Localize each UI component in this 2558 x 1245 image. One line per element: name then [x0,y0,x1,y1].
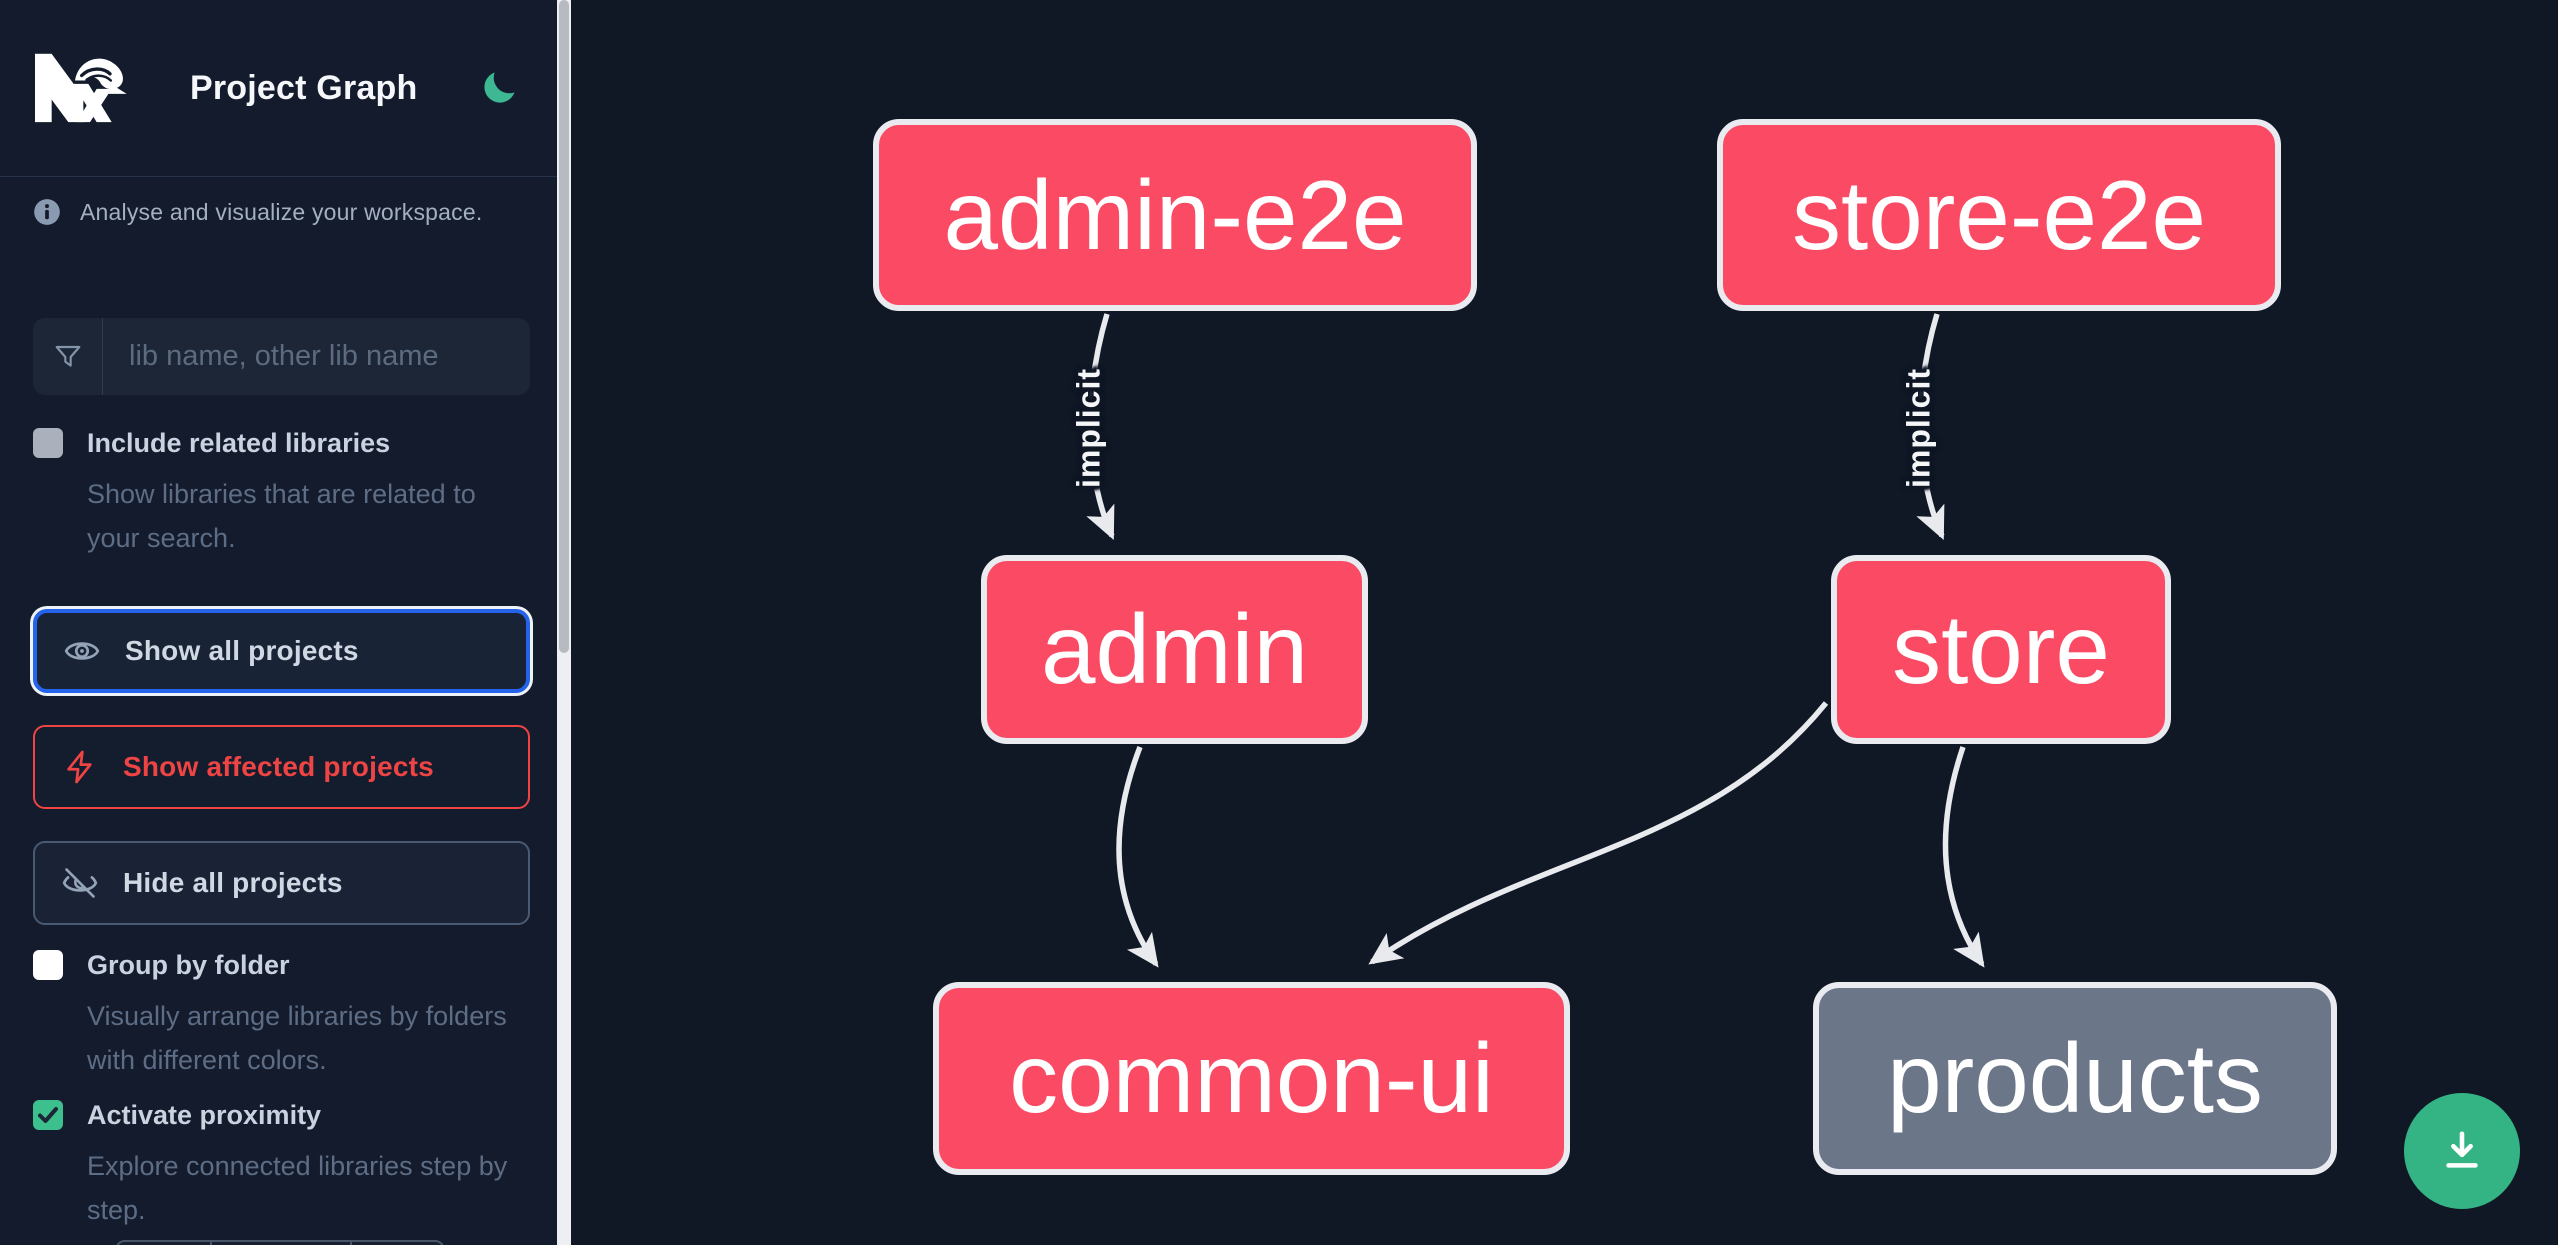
node-label: store [1892,594,2110,704]
show-affected-projects-button[interactable]: Show affected projects [33,725,530,809]
include-related-checkbox[interactable] [33,428,63,458]
graph-node-store[interactable]: store [1831,555,2171,744]
node-label: admin-e2e [943,159,1407,270]
graph-node-admin[interactable]: admin [981,555,1368,744]
edge-admin-to-common-ui [1116,746,1159,968]
check-icon [38,1107,58,1123]
node-label: store-e2e [1791,159,2206,270]
sidebar-scrollbar-track[interactable] [557,0,571,1245]
theme-toggle-button[interactable] [477,66,521,110]
activate-proximity-checkbox[interactable] [33,1100,63,1130]
workspace-tagline: Analyse and visualize your workspace. [80,198,483,225]
nx-logo [35,53,127,123]
proximity-decrement-segment[interactable] [117,1242,212,1245]
graph-canvas[interactable]: implicit implicit admin-e2e store-e2e ad… [571,0,2558,1245]
group-by-folder-checkbox[interactable] [33,950,63,980]
edge-store-e2e-to-store [1916,313,1945,541]
activate-proximity-toggle: Activate proximity Explore connected lib… [33,1100,533,1232]
node-label: products [1887,1023,2263,1133]
edge-admin-e2e-to-admin [1086,313,1115,541]
edge-store-to-products [1942,746,1985,968]
filter-funnel-icon [33,318,103,395]
show-all-projects-label: Show all projects [125,635,359,666]
eye-icon [64,642,100,660]
group-by-folder-description: Visually arrange libraries by folders wi… [87,1001,507,1075]
graph-node-admin-e2e[interactable]: admin-e2e [873,119,1477,311]
page-title: Project Graph [190,68,418,107]
activate-proximity-label[interactable]: Activate proximity [87,1100,322,1130]
node-label: common-ui [1009,1023,1494,1133]
activate-proximity-description: Explore connected libraries step by step… [87,1151,508,1225]
sidebar: Project Graph Analyse and visualize your… [0,0,557,1245]
include-related-label[interactable]: Include related libraries [87,428,391,458]
download-graph-button[interactable] [2404,1093,2520,1209]
eye-off-icon [62,868,98,898]
edge-label-implicit: implicit [1070,367,1107,489]
sidebar-scrollbar-thumb[interactable] [559,0,569,653]
graph-node-common-ui[interactable]: common-ui [933,982,1570,1175]
proximity-value-segment [212,1242,352,1245]
edge-label-implicit: implicit [1900,367,1937,489]
search-input[interactable] [103,318,530,395]
include-related-description: Show libraries that are related to your … [87,479,476,553]
bolt-icon [67,750,92,784]
sidebar-header: Project Graph [0,0,557,177]
group-by-folder-toggle: Group by folder Visually arrange librari… [33,950,533,1082]
info-icon [34,199,60,225]
graph-node-products[interactable]: products [1813,982,2337,1175]
group-by-folder-label[interactable]: Group by folder [87,950,290,980]
graph-node-store-e2e[interactable]: store-e2e [1717,119,2281,311]
search-box [33,318,530,395]
workspace-tagline-row: Analyse and visualize your workspace. [33,198,533,226]
include-related-toggle: Include related libraries Show libraries… [33,428,533,560]
moon-icon [484,72,515,103]
hide-all-projects-label: Hide all projects [123,867,343,898]
hide-all-projects-button[interactable]: Hide all projects [33,841,530,925]
show-all-projects-button[interactable]: Show all projects [33,609,530,693]
download-icon [2446,1131,2478,1168]
edge-store-to-common-ui [1368,701,1829,965]
show-affected-projects-label: Show affected projects [123,751,434,782]
node-label: admin [1041,594,1308,704]
